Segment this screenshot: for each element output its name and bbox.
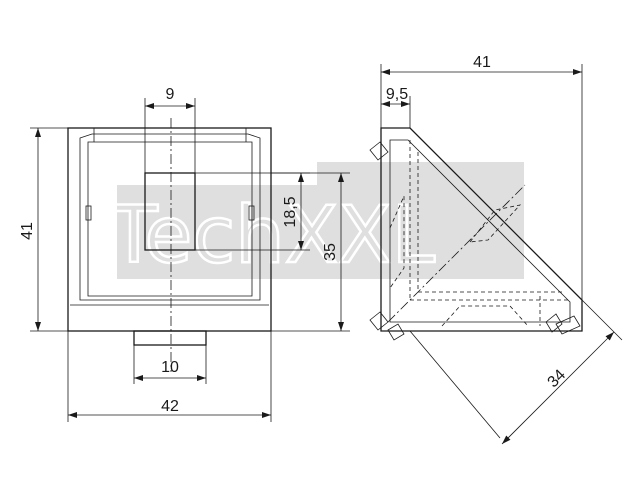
dim-front-top-width: 9: [166, 86, 175, 103]
dim-inner-height: 35: [322, 243, 339, 261]
dim-front-width: 42: [161, 398, 179, 415]
side-centerline: [387, 184, 526, 323]
front-view: [67, 118, 272, 372]
watermark-text: TechXXL: [109, 191, 436, 281]
front-window: [144, 172, 196, 251]
front-inner-frame: [79, 133, 261, 301]
front-dimensions: 9 41 18,5 35 10 42: [19, 86, 350, 422]
watermark: TechXXL: [108, 162, 524, 282]
dim-front-height: 41: [19, 222, 36, 240]
bottom-tab: [133, 330, 207, 346]
dim-side-offset: 9,5: [386, 86, 408, 103]
dim-diagonal: 34: [545, 366, 570, 391]
side-view: [369, 127, 583, 341]
dim-bottom-tab-width: 10: [161, 359, 179, 376]
dim-side-width: 41: [473, 54, 491, 71]
side-outline: [380, 127, 583, 332]
dim-window-height: 18,5: [282, 196, 299, 227]
